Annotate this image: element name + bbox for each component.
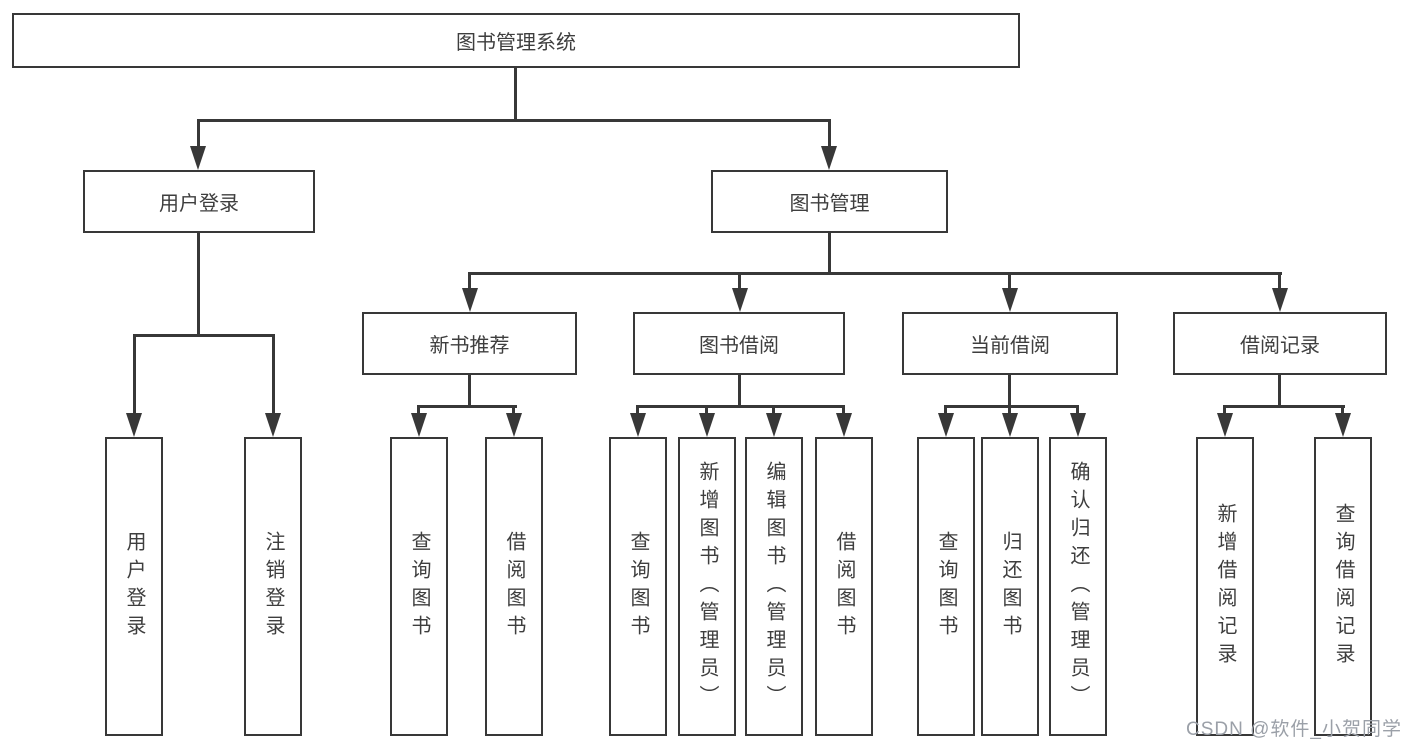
leaf-label: 新增图书（管理员） (696, 460, 718, 713)
node-label: 图书借阅 (699, 335, 779, 357)
arrow-down-icon (462, 288, 478, 312)
connector-root-bar (197, 119, 831, 122)
leaf-label: 新增借阅记录 (1214, 502, 1236, 671)
node-book-management: 图书管理 (711, 170, 948, 233)
leaf-return-book: 归还图书 (981, 437, 1039, 736)
connector-borrowing-records-stem (1278, 373, 1281, 408)
node-new-book-recommendation: 新书推荐 (362, 312, 577, 375)
leaf-label: 借阅图书 (503, 530, 525, 643)
arrow-down-icon (1335, 413, 1351, 437)
connector-root-drop-right (828, 119, 831, 147)
arrow-down-icon (732, 288, 748, 312)
arrow-down-icon (699, 413, 715, 437)
arrow-down-icon (1217, 413, 1233, 437)
connector-book-borrowing-drop-3 (772, 405, 775, 415)
connector-current-borrowing-drop-2 (1008, 405, 1011, 415)
csdn-watermark: CSDN @软件_小贺同学 (1186, 719, 1402, 740)
node-library-management-system: 图书管理系统 (12, 13, 1020, 68)
connector-root-stem (514, 67, 517, 122)
leaf-confirm-return-admin: 确认归还（管理员） (1049, 437, 1107, 736)
connector-user-login-bar (133, 334, 275, 337)
node-label: 当前借阅 (970, 335, 1050, 357)
leaf-edit-book-admin: 编辑图书（管理员） (745, 437, 803, 736)
node-label: 图书管理系统 (456, 32, 576, 54)
connector-user-login-drop-1 (133, 334, 136, 414)
node-label: 借阅记录 (1240, 335, 1320, 357)
connector-book-borrowing-drop-4 (842, 405, 845, 415)
node-current-borrowing: 当前借阅 (902, 312, 1118, 375)
node-user-login: 用户登录 (83, 170, 315, 233)
connector-borrowing-records-bar (1223, 405, 1345, 408)
connector-book-borrowing-stem (738, 373, 741, 408)
connector-new-book-drop-2 (512, 405, 515, 415)
leaf-label: 查询图书 (627, 530, 649, 643)
leaf-query-books-2: 查询图书 (609, 437, 667, 736)
connector-book-borrowing-drop-1 (636, 405, 639, 415)
node-label: 新书推荐 (429, 335, 510, 357)
node-label: 图书管理 (789, 193, 870, 215)
connector-book-management-stem (828, 231, 831, 274)
connector-root-drop-left (197, 119, 200, 147)
leaf-query-borrow-record: 查询借阅记录 (1314, 437, 1372, 736)
leaf-user-login: 用户登录 (105, 437, 163, 736)
connector-book-management-drop-4 (1278, 272, 1281, 290)
leaf-label: 查询借阅记录 (1332, 502, 1354, 671)
connector-current-borrowing-stem (1008, 373, 1011, 408)
leaf-logout-login: 注销登录 (244, 437, 302, 736)
leaf-label: 归还图书 (999, 530, 1021, 643)
connector-user-login-stem (197, 231, 200, 335)
connector-book-borrowing-bar (636, 405, 844, 408)
connector-borrowing-records-drop-1 (1223, 405, 1226, 415)
connector-user-login-drop-2 (272, 334, 275, 414)
arrow-down-icon (766, 413, 782, 437)
leaf-query-books-1: 查询图书 (390, 437, 448, 736)
node-book-borrowing: 图书借阅 (633, 312, 845, 375)
arrow-down-icon (1070, 413, 1086, 437)
connector-current-borrowing-drop-3 (1076, 405, 1079, 415)
connector-current-borrowing-drop-1 (944, 405, 947, 415)
leaf-borrow-books-1: 借阅图书 (485, 437, 543, 736)
leaf-label: 用户登录 (123, 530, 145, 643)
leaf-query-books-3: 查询图书 (917, 437, 975, 736)
leaf-label: 查询图书 (408, 530, 430, 643)
connector-book-management-drop-2 (738, 272, 741, 290)
node-label: 用户登录 (159, 193, 239, 215)
arrow-down-icon (1002, 413, 1018, 437)
arrow-down-icon (821, 146, 837, 170)
arrow-down-icon (938, 413, 954, 437)
connector-borrowing-records-drop-2 (1341, 405, 1344, 415)
leaf-label: 注销登录 (262, 530, 284, 643)
arrow-down-icon (1002, 288, 1018, 312)
leaf-borrow-books-2: 借阅图书 (815, 437, 873, 736)
connector-book-management-drop-1 (468, 272, 471, 290)
arrow-down-icon (411, 413, 427, 437)
connector-book-management-drop-3 (1008, 272, 1011, 290)
arrow-down-icon (265, 413, 281, 437)
leaf-add-borrow-record: 新增借阅记录 (1196, 437, 1254, 736)
node-borrowing-records: 借阅记录 (1173, 312, 1387, 375)
arrow-down-icon (836, 413, 852, 437)
connector-new-book-bar (417, 405, 517, 408)
arrow-down-icon (1272, 288, 1288, 312)
leaf-label: 借阅图书 (833, 530, 855, 643)
arrow-down-icon (630, 413, 646, 437)
connector-book-management-bar (468, 272, 1282, 275)
leaf-add-book-admin: 新增图书（管理员） (678, 437, 736, 736)
arrow-down-icon (126, 413, 142, 437)
connector-new-book-stem (468, 373, 471, 408)
leaf-label: 查询图书 (935, 530, 957, 643)
arrow-down-icon (190, 146, 206, 170)
connector-book-borrowing-drop-2 (705, 405, 708, 415)
leaf-label: 编辑图书（管理员） (763, 460, 785, 713)
connector-new-book-drop-1 (417, 405, 420, 415)
connector-current-borrowing-bar (944, 405, 1079, 408)
leaf-label: 确认归还（管理员） (1067, 460, 1089, 713)
arrow-down-icon (506, 413, 522, 437)
